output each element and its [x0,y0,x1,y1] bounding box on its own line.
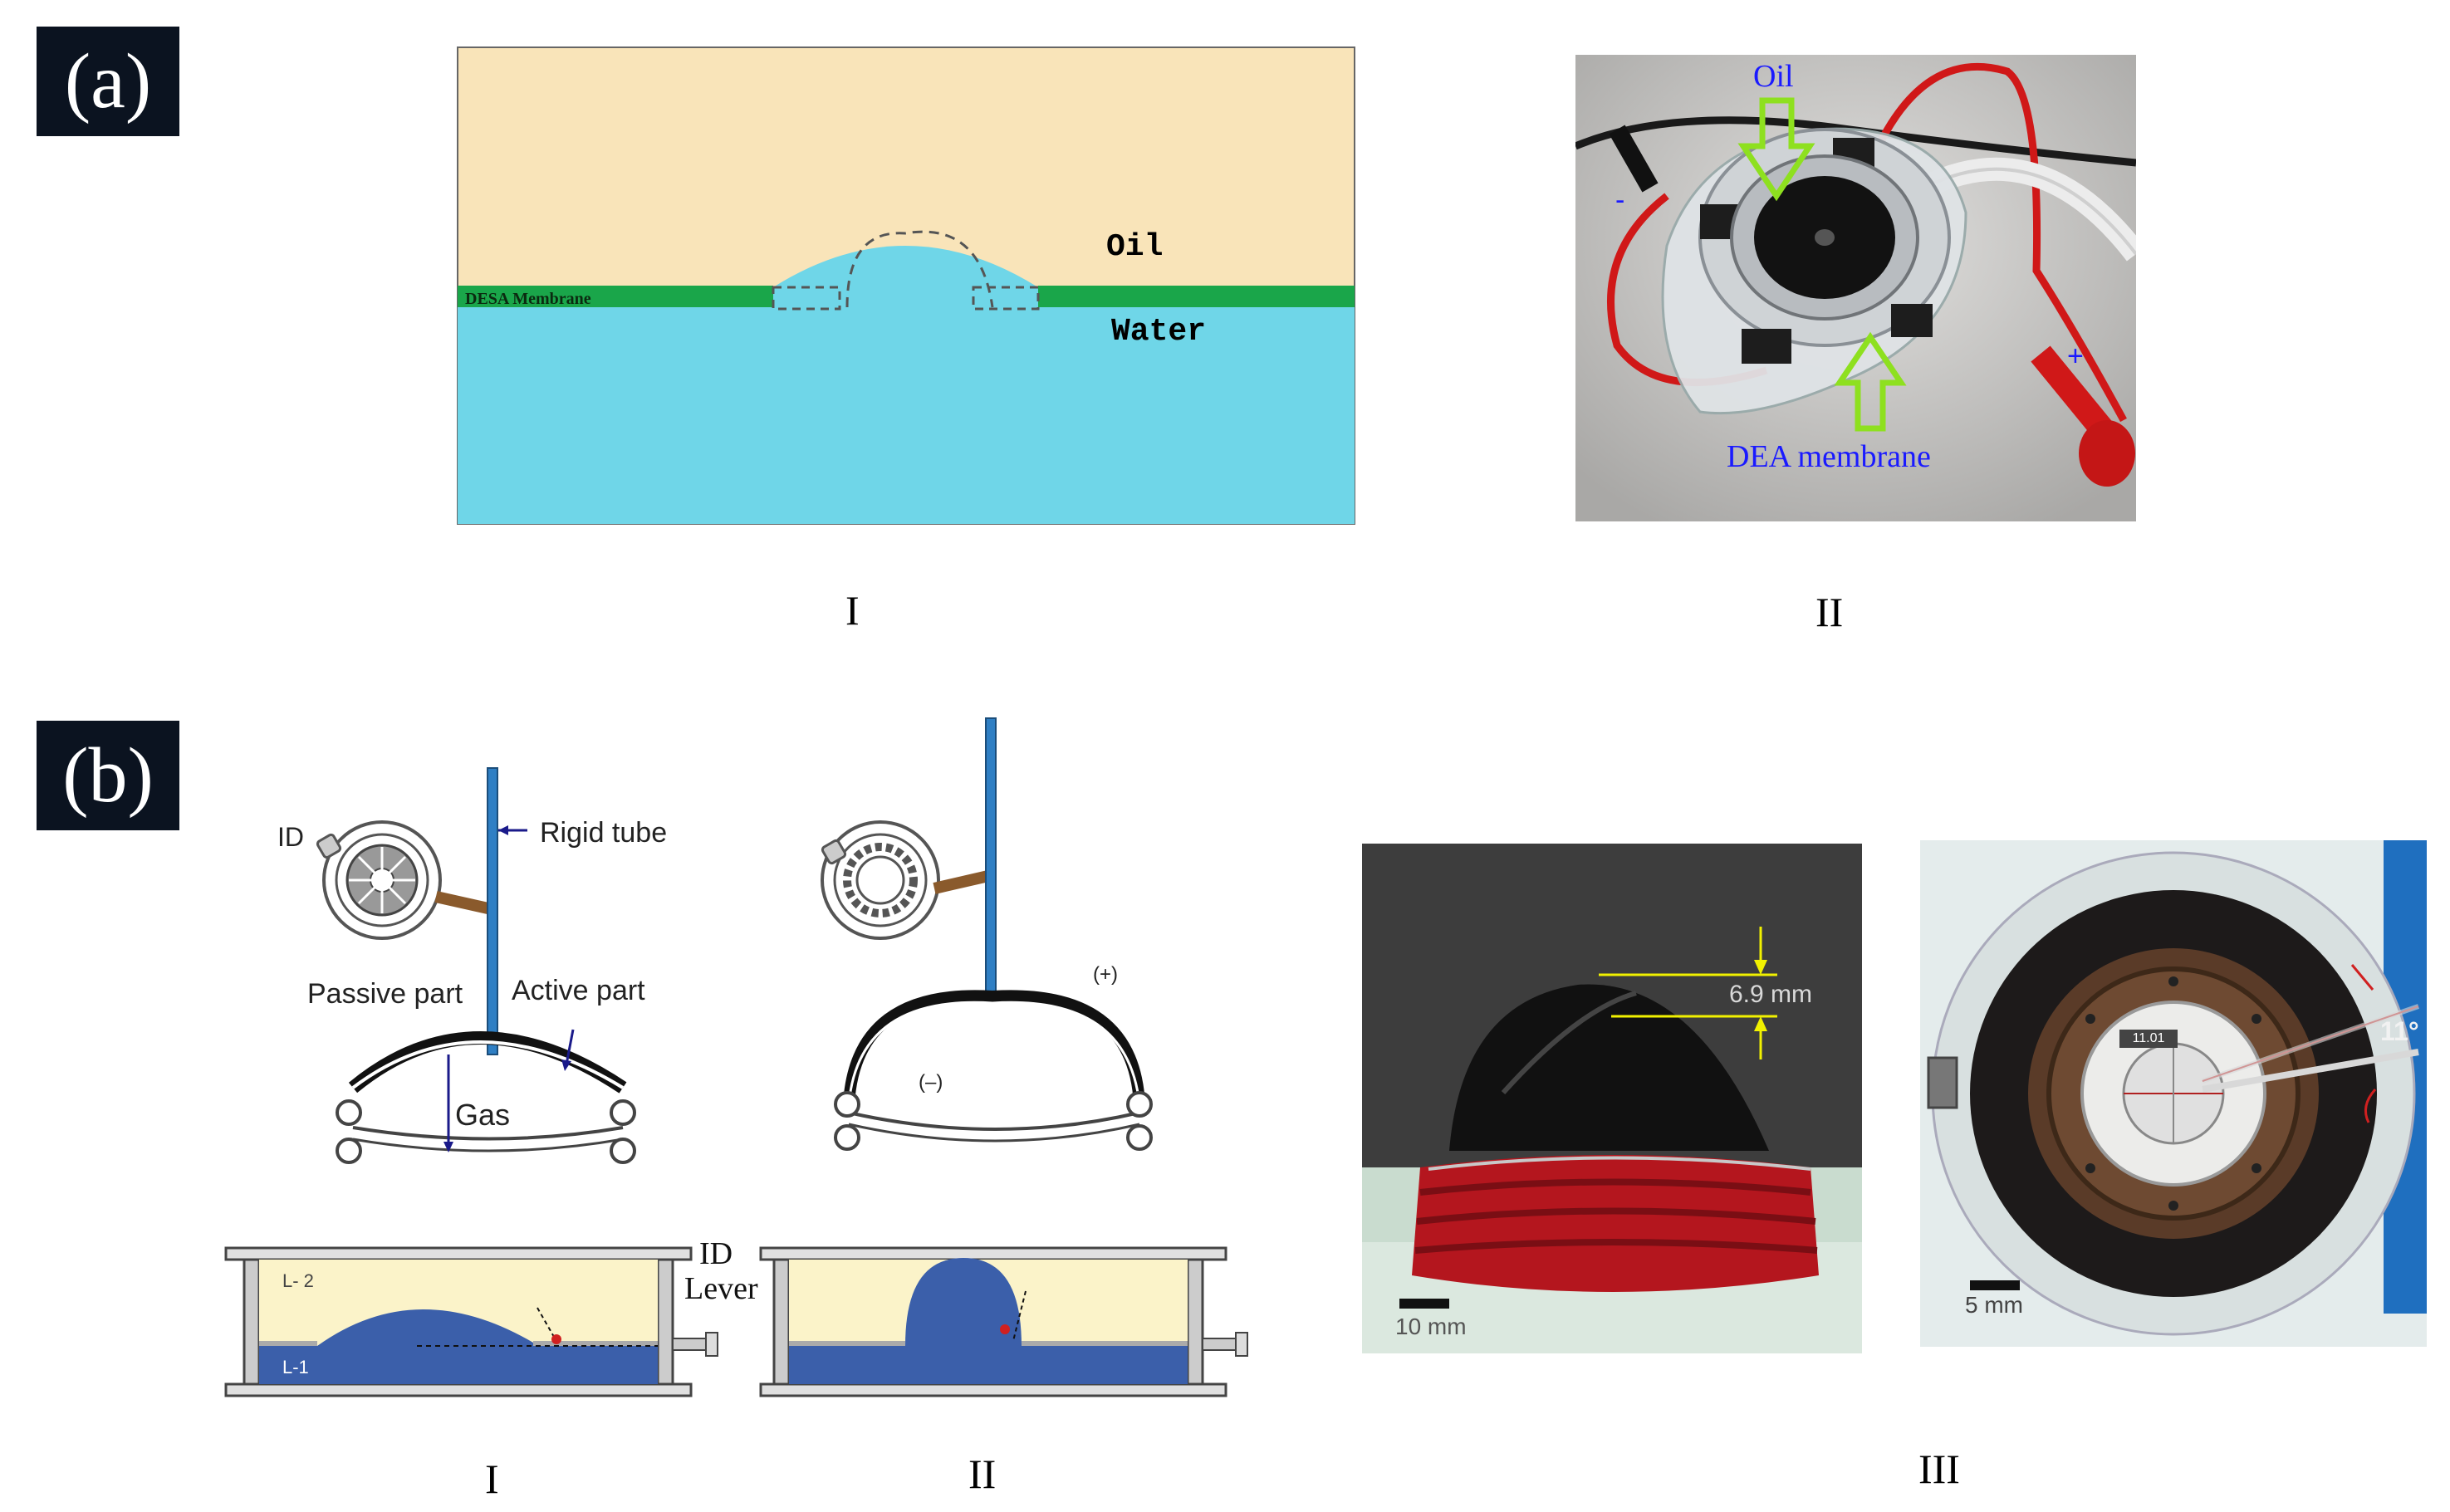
panel-a-subfigure-II: II [1815,589,1844,635]
panel-b-photo-dial: 11.01 11° 5 mm [1920,840,2427,1347]
tilt-angle-label: 11° [2380,1016,2419,1046]
active-part-label: Active part [512,975,645,1006]
b2-minus-label: (–) [919,1071,943,1094]
panel-b-diagram-II [821,717,1153,1151]
tank-l1-label: L-1 [282,1357,309,1377]
passive-part-label: Passive part [307,978,463,1010]
panel-a-photo: Oil DEA membrane - + [1575,55,2136,521]
dome-height-label: 6.9 mm [1729,981,1813,1008]
dial-scale-label: 5 mm [1965,1292,2023,1318]
panel-b-subfigure-III: III [1918,1446,1960,1492]
panel-b-tag: (b) [37,721,179,830]
panel-a-tag: (a) [37,27,179,136]
b2-plus-label: (+) [1093,963,1118,986]
panel-b-subfigure-I: I [485,1456,499,1502]
photo-dea-membrane-label: DEA membrane [1727,439,1931,474]
gas-label: Gas [455,1098,511,1132]
panel-a-schematic [457,46,1355,525]
dial-reading-label: 11.01 [2132,1031,2165,1045]
desa-membrane-label: DESA Membrane [465,290,591,308]
water-label: Water [1111,314,1207,350]
oil-label: Oil [1106,229,1164,265]
panel-b-subfigure-II: II [968,1451,997,1497]
photo-plus-label: + [2067,340,2084,372]
dome-scale-label: 10 mm [1395,1314,1467,1339]
tank-lever-label: Lever [684,1271,758,1306]
b-id-label: ID [277,822,304,852]
photo-oil-label: Oil [1753,59,1794,94]
tank-id-label: ID [699,1236,733,1271]
panel-b-photo-dome: 6.9 mm 10 mm [1362,844,1862,1353]
panel-b-diagram-I [316,767,636,1164]
panel-b-tank-II [759,1246,1248,1397]
rigid-tube-label: Rigid tube [540,817,668,849]
photo-minus-label: - [1615,184,1625,216]
panel-b-tank-I [224,1246,718,1397]
tank-l2-label: L- 2 [282,1270,314,1291]
panel-a-subfigure-I: I [845,587,860,634]
